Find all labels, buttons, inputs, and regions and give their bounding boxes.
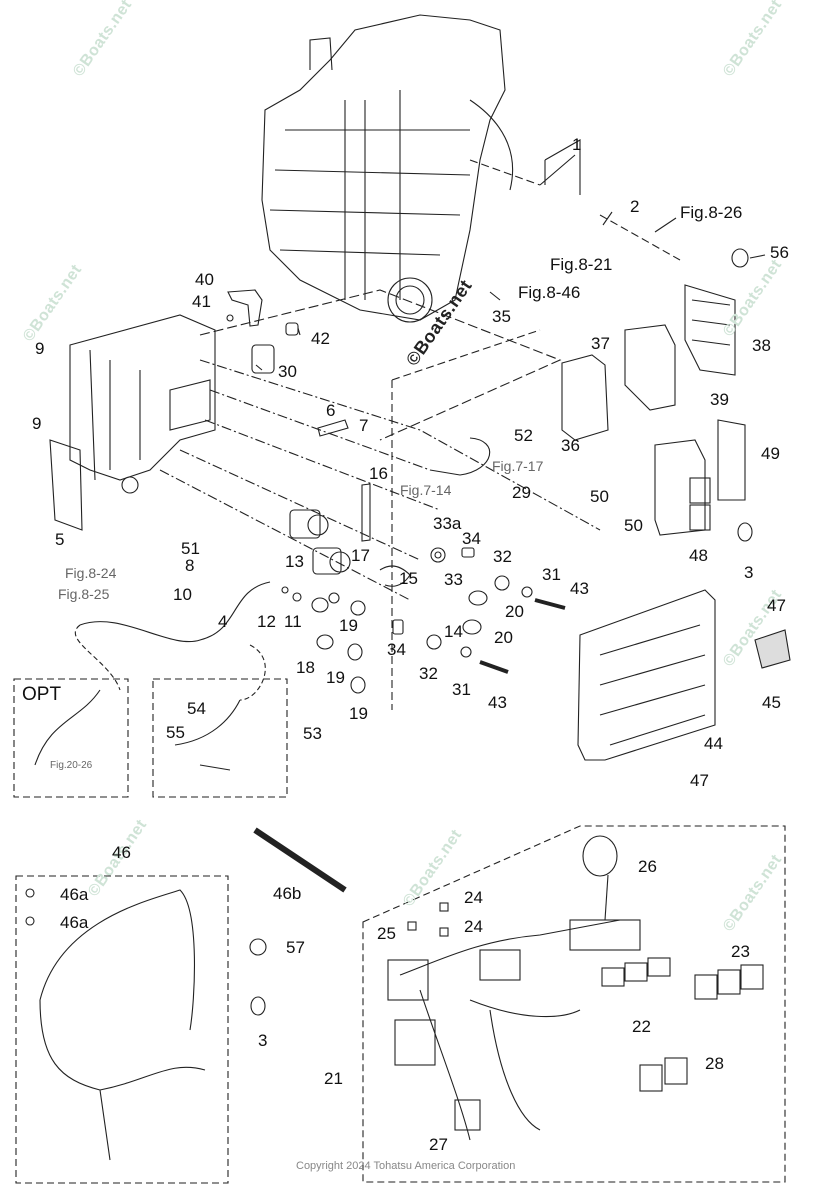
callout-14[interactable]: 14: [444, 622, 463, 641]
callout-3[interactable]: 3: [744, 563, 754, 582]
callout-7[interactable]: 7: [359, 416, 369, 435]
callout-10[interactable]: 10: [173, 585, 192, 604]
callout-47[interactable]: 47: [690, 771, 709, 790]
fig-ref-8-46[interactable]: Fig.8-46: [518, 283, 581, 302]
callout-35[interactable]: 35: [492, 307, 511, 326]
callout-22[interactable]: 22: [632, 1017, 651, 1036]
callout-20[interactable]: 20: [505, 602, 524, 621]
callout-46b[interactable]: 46b: [273, 884, 302, 903]
callout-31[interactable]: 31: [452, 680, 471, 699]
fig-ref-20-26[interactable]: Fig.20-26: [50, 760, 93, 771]
engine-block-drawing: [261, 14, 514, 323]
callout-6[interactable]: 6: [326, 401, 336, 420]
callout-34[interactable]: 34: [387, 640, 406, 659]
callout-38[interactable]: 38: [752, 336, 771, 355]
callout-33a[interactable]: 33a: [433, 514, 462, 533]
callout-33[interactable]: 33: [444, 570, 463, 589]
callout-53[interactable]: 53: [303, 724, 322, 743]
fig-ref-7-14[interactable]: Fig.7-14: [400, 482, 452, 498]
ecu-assembly-drawing: [561, 284, 736, 441]
opt-label: OPT: [22, 684, 62, 705]
callout-17[interactable]: 17: [351, 546, 370, 565]
callout-27[interactable]: 27: [429, 1135, 448, 1154]
callout-52[interactable]: 52: [514, 426, 533, 445]
callout-46a[interactable]: 46a: [60, 885, 89, 904]
fig-ref-8-26[interactable]: Fig.8-26: [680, 203, 743, 222]
callout-5[interactable]: 5: [55, 530, 65, 549]
side-cover-drawing: [577, 589, 716, 761]
callout-18[interactable]: 18: [296, 658, 315, 677]
callout-26[interactable]: 26: [638, 857, 657, 876]
fig-ref-8-24[interactable]: Fig.8-24: [65, 565, 117, 581]
ecu-48-drawing: [654, 419, 746, 536]
callout-1[interactable]: 1: [572, 135, 582, 154]
callout-51[interactable]: 51: [181, 539, 200, 558]
callout-28[interactable]: 28: [705, 1054, 724, 1073]
callout-40[interactable]: 40: [195, 270, 214, 289]
callout-46[interactable]: 46: [112, 843, 131, 862]
callout-12[interactable]: 12: [257, 612, 276, 631]
callout-9[interactable]: 9: [32, 414, 42, 433]
callout-16[interactable]: 16: [369, 464, 388, 483]
callout-43[interactable]: 43: [488, 693, 507, 712]
callout-39[interactable]: 39: [710, 390, 729, 409]
callout-37[interactable]: 37: [591, 334, 610, 353]
callout-4[interactable]: 4: [218, 612, 228, 631]
callout-47[interactable]: 47: [767, 596, 786, 615]
callout-41[interactable]: 41: [192, 292, 211, 311]
fig-ref-8-25[interactable]: Fig.8-25: [58, 586, 110, 602]
callout-23[interactable]: 23: [731, 942, 750, 961]
callout-13[interactable]: 13: [285, 552, 304, 571]
callout-50[interactable]: 50: [590, 487, 609, 506]
callout-24[interactable]: 24: [464, 917, 483, 936]
callout-32[interactable]: 32: [419, 664, 438, 683]
callout-34[interactable]: 34: [462, 529, 481, 548]
callout-19[interactable]: 19: [339, 616, 358, 635]
callout-19[interactable]: 19: [349, 704, 368, 723]
bracket-40: [227, 289, 263, 327]
callout-2[interactable]: 2: [630, 197, 640, 216]
callout-20[interactable]: 20: [494, 628, 513, 647]
callout-21[interactable]: 21: [324, 1069, 343, 1088]
callout-45[interactable]: 45: [762, 693, 781, 712]
callout-48[interactable]: 48: [689, 546, 708, 565]
callout-57[interactable]: 57: [286, 938, 305, 957]
callout-30[interactable]: 30: [278, 362, 297, 381]
callout-25[interactable]: 25: [377, 924, 396, 943]
harness-21-box: [362, 825, 786, 1183]
harness-53-box: [152, 678, 288, 798]
main-harness-drawing: [387, 835, 641, 1141]
callout-32[interactable]: 32: [493, 547, 512, 566]
fig-ref-8-21[interactable]: Fig.8-21: [550, 255, 613, 274]
callout-3[interactable]: 3: [258, 1031, 268, 1050]
callout-9[interactable]: 9: [35, 339, 45, 358]
callout-56[interactable]: 56: [770, 243, 789, 262]
opt-box: [13, 678, 129, 798]
callout-55[interactable]: 55: [166, 723, 185, 742]
callout-11[interactable]: 11: [284, 612, 302, 631]
copyright-notice: Copyright 2024 Tohatsu America Corporati…: [296, 1160, 516, 1172]
callout-15[interactable]: 15: [399, 569, 418, 588]
callout-19[interactable]: 19: [326, 668, 345, 687]
callout-54[interactable]: 54: [187, 699, 206, 718]
callout-29[interactable]: 29: [512, 483, 531, 502]
callout-24[interactable]: 24: [464, 888, 483, 907]
callout-50[interactable]: 50: [624, 516, 643, 535]
electrical-bracket-drawing: [49, 314, 216, 531]
harness-46-box: [15, 875, 229, 1184]
fig-ref-7-17[interactable]: Fig.7-17: [492, 458, 544, 474]
callout-43[interactable]: 43: [570, 579, 589, 598]
callout-42[interactable]: 42: [311, 329, 330, 348]
callout-49[interactable]: 49: [761, 444, 780, 463]
callout-8[interactable]: 8: [185, 556, 195, 575]
callout-44[interactable]: 44: [704, 734, 723, 753]
callout-31[interactable]: 31: [542, 565, 561, 584]
callout-36[interactable]: 36: [561, 436, 580, 455]
callout-46a[interactable]: 46a: [60, 913, 89, 932]
